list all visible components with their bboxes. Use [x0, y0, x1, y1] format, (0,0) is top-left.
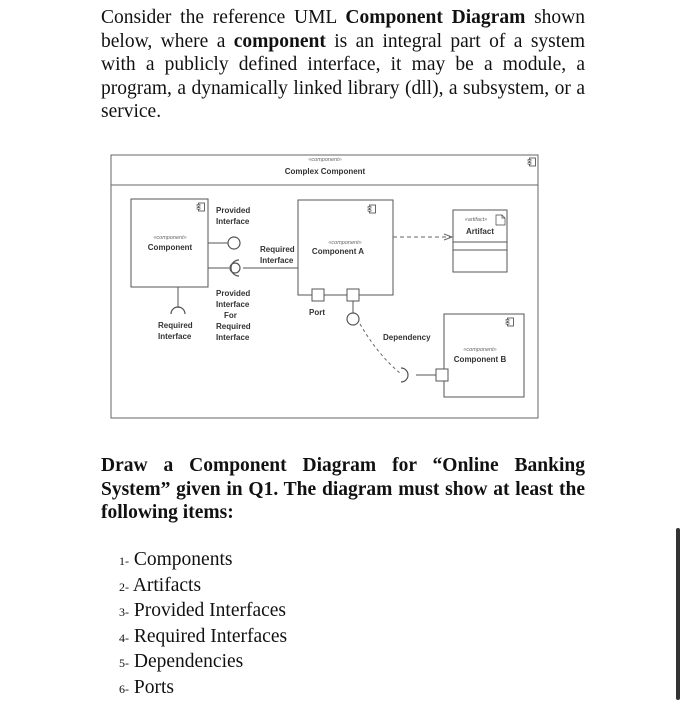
- component-icon: [368, 205, 376, 213]
- list-item: 1- Components: [119, 548, 287, 574]
- provided-for-required-label-4: Required: [216, 322, 251, 331]
- list-item: 3- Provided Interfaces: [119, 599, 287, 625]
- provided-for-required-label-1: Provided: [216, 289, 250, 298]
- list-item-number: 1-: [119, 554, 129, 568]
- component-a-name: Component A: [312, 247, 364, 256]
- list-item: 5- Dependencies: [119, 650, 287, 676]
- provided-for-required-label-2: Interface: [216, 300, 250, 309]
- port-provided-lollipop: [347, 313, 359, 325]
- port-left: [312, 289, 324, 301]
- artifact-icon: [496, 215, 505, 225]
- list-item-number: 4-: [119, 631, 129, 645]
- port-label: Port: [309, 308, 325, 317]
- list-item-label: Dependencies: [134, 651, 243, 672]
- list-item-number: 5-: [119, 656, 129, 670]
- complex-component-name: Complex Component: [285, 167, 366, 176]
- port-right: [347, 289, 359, 301]
- provided-interface-label-2: Interface: [216, 217, 250, 226]
- intro-paragraph: Consider the reference UML Component Dia…: [101, 6, 585, 124]
- list-item: 4- Required Interfaces: [119, 625, 287, 651]
- dependency-label: Dependency: [383, 333, 431, 342]
- artifact-name: Artifact: [466, 227, 494, 236]
- component-icon: [506, 318, 514, 326]
- provided-for-required-label-5: Interface: [216, 333, 250, 342]
- component-icon: [528, 158, 536, 166]
- component-b-stereotype: «component»: [463, 347, 496, 353]
- provided-interface-lollipop: [228, 237, 240, 249]
- artifact-stereotype: «artifact»: [465, 217, 488, 223]
- list-item-number: 2-: [119, 580, 129, 594]
- list-item: 2- Artifacts: [119, 574, 287, 600]
- component-a-stereotype: «component»: [328, 240, 361, 246]
- list-item-number: 6-: [119, 682, 129, 696]
- component-icon: [197, 203, 205, 211]
- required-interface-label-1: Required: [158, 321, 193, 330]
- task-paragraph: Draw a Component Diagram for “Online Ban…: [101, 454, 585, 525]
- required-interface-label-2: Interface: [158, 332, 192, 341]
- list-item-label: Required Interfaces: [134, 626, 287, 647]
- provided-interface-label-1: Provided: [216, 206, 250, 215]
- requirements-list: 1- Components 2- Artifacts 3- Provided I…: [119, 548, 287, 701]
- provided-for-required-label-3: For: [224, 311, 237, 320]
- list-item-label: Components: [134, 549, 233, 570]
- required-interface-top-label-1: Required: [260, 245, 295, 254]
- intro-bold-component: component: [234, 31, 326, 52]
- component-b-port: [436, 369, 448, 381]
- required-interface-top-label-2: Interface: [260, 256, 294, 265]
- complex-component-stereotype: «component»: [308, 157, 341, 163]
- component-name: Component: [148, 243, 193, 252]
- list-item-label: Artifacts: [133, 575, 201, 596]
- list-item-label: Provided Interfaces: [134, 600, 286, 621]
- list-item: 6- Ports: [119, 676, 287, 701]
- component-stereotype: «component»: [153, 235, 186, 241]
- intro-bold-component-diagram: Component Diagram: [345, 7, 525, 28]
- list-item-number: 3-: [119, 605, 129, 619]
- component-b-name: Component B: [454, 355, 507, 364]
- scrollbar[interactable]: [676, 528, 680, 700]
- uml-component-diagram: «component» Complex Component «component…: [108, 150, 540, 422]
- list-item-label: Ports: [134, 677, 174, 698]
- intro-text-1: Consider the reference UML: [101, 7, 345, 28]
